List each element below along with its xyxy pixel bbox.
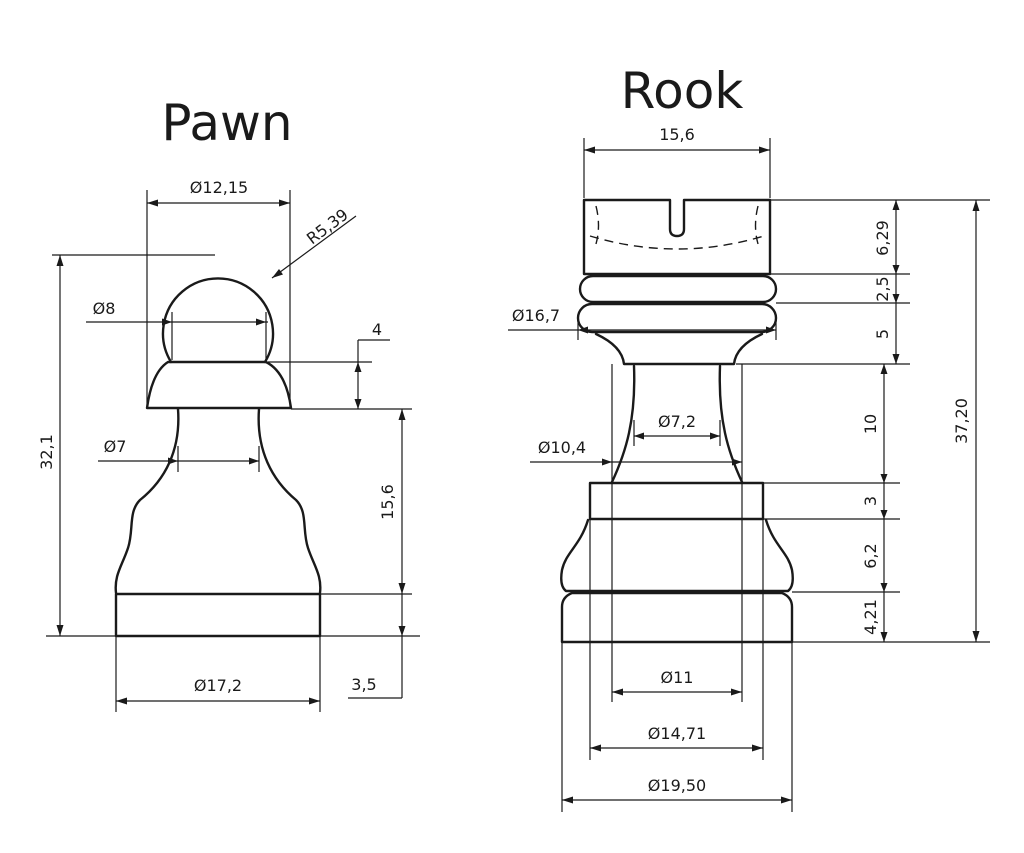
rook-stem-diameter-label: Ø7,2 <box>658 412 696 431</box>
pawn-title: Pawn <box>161 94 292 152</box>
pawn-base <box>114 592 322 638</box>
rook-inner-diameter-label: Ø11 <box>661 668 694 687</box>
rook-bell <box>560 518 794 593</box>
pawn-head-radius-label: R5,39 <box>303 205 352 248</box>
pawn-base-diameter-label: Ø17,2 <box>194 676 242 695</box>
rook-ring-diameter-label: Ø16,7 <box>512 306 560 325</box>
rook-stem <box>610 364 744 484</box>
pawn-collar-height-label: 4 <box>372 320 382 339</box>
rook-drawing: Rook <box>508 62 990 812</box>
rook-plinth <box>588 481 765 521</box>
pawn-base-height-label: 3,5 <box>351 675 376 694</box>
rook-stem-height-label: 10 <box>861 414 880 434</box>
rook-collar <box>594 332 764 366</box>
rook-stem-bottom-diameter-label: Ø10,4 <box>538 438 586 457</box>
rook-upper-ring <box>578 274 778 304</box>
rook-lower-ring <box>576 302 778 334</box>
pawn-body <box>114 407 322 595</box>
pawn-head <box>161 277 275 364</box>
rook-base <box>560 591 794 644</box>
rook-collar-height-label: 5 <box>873 329 892 339</box>
pawn-drawing: Pawn Ø12,15 R5,39 <box>37 94 420 712</box>
pawn-total-height-label: 32,1 <box>37 434 56 470</box>
pawn-waist-diameter-label: Ø7 <box>104 437 127 456</box>
rook-base-height-label: 4,21 <box>861 599 880 635</box>
rook-ring-height-label: 2,5 <box>873 276 892 301</box>
rook-plinth-diameter-label: Ø14,71 <box>648 724 706 743</box>
rook-total-height-label: 37,20 <box>952 398 971 444</box>
pawn-neck-diameter-label: Ø8 <box>93 299 116 318</box>
rook-title: Rook <box>621 62 744 120</box>
rook-crown-height-label: 6,29 <box>873 220 892 256</box>
rook-crown <box>582 198 772 276</box>
pawn-head-diameter-label: Ø12,15 <box>190 178 248 197</box>
rook-base-diameter-label: Ø19,50 <box>648 776 706 795</box>
rook-plinth-height-label: 3 <box>861 496 880 506</box>
rook-top-width-label: 15,6 <box>659 125 695 144</box>
pawn-body-height-label: 15,6 <box>378 484 397 520</box>
pawn-collar <box>145 360 293 410</box>
rook-bell-height-label: 6,2 <box>861 543 880 568</box>
